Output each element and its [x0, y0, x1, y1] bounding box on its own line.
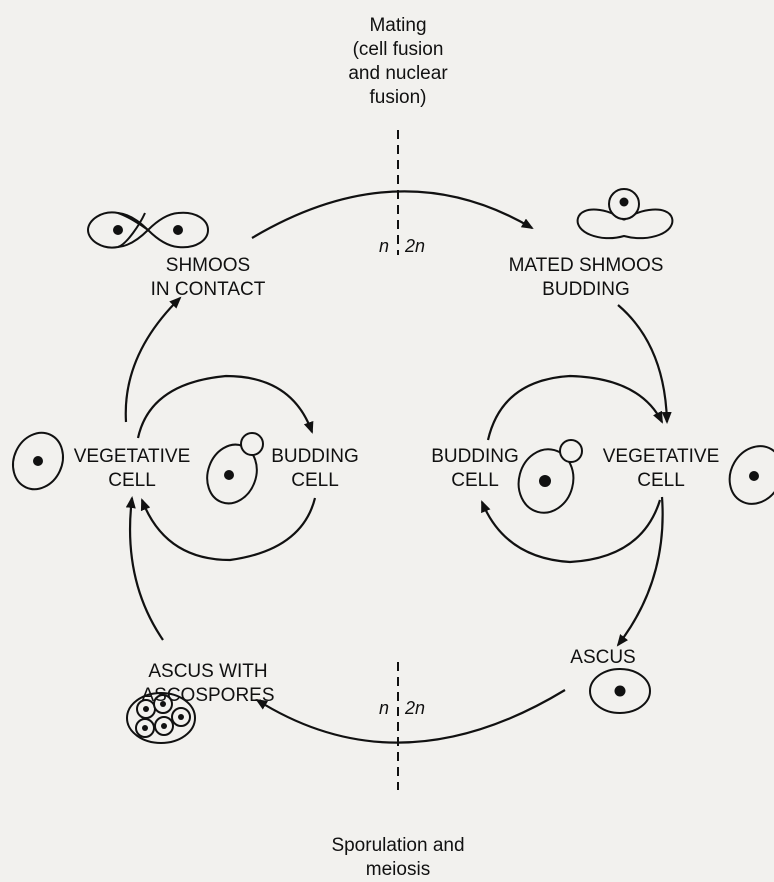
arrow-right-budding-to-vegetative	[486, 374, 663, 441]
mated-shmoos-budding-label: MATED SHMOOS BUDDING	[508, 255, 664, 300]
ploidy-top-diploid: 2n	[405, 236, 426, 256]
ascus-with-ascospores-label: ASCUS WITH ASCOSPORES	[141, 661, 275, 706]
ploidy-top-haploid: n	[379, 236, 390, 256]
arrow-shmoos-to-mated	[251, 190, 534, 239]
mating-label: Mating (cell fusion and nuclear fusion)	[348, 15, 448, 108]
ploidy-bottom-haploid: n	[379, 698, 390, 718]
vegetative-cell-right-label: VEGETATIVE CELL	[602, 446, 720, 491]
mated-shmoos-budding-icon	[576, 188, 674, 240]
right-vegetative-cell-icon	[728, 445, 774, 505]
arrow-vegetative-left-to-shmoos	[124, 296, 182, 423]
arrow-left-vegetative-to-budding	[136, 374, 314, 439]
shmoos-in-contact-label: SHMOOS IN CONTACT	[150, 255, 266, 300]
budding-cell-right-label: BUDDING CELL	[431, 446, 519, 491]
left-vegetative-cell-icon	[12, 431, 64, 491]
left-budding-cell-icon	[206, 432, 264, 505]
shmoos-in-contact-icon	[86, 211, 210, 249]
budding-cell-left-label: BUDDING CELL	[271, 446, 359, 491]
vegetative-cell-left-label: VEGETATIVE CELL	[73, 446, 191, 491]
arrow-vegetative-right-to-ascus	[616, 496, 664, 647]
sporulation-label: Sporulation and meiosis	[331, 835, 465, 880]
arrow-left-budding-to-vegetative	[140, 497, 317, 562]
arrow-ascus-to-ascospores	[255, 689, 566, 744]
right-budding-cell-icon	[517, 439, 583, 514]
ascus-label: ASCUS	[570, 647, 636, 668]
ploidy-bottom-diploid: 2n	[405, 698, 426, 718]
arrow-mated-to-vegetative-right	[617, 304, 672, 424]
ascus-icon	[589, 668, 651, 714]
arrow-ascospores-to-vegetative-left	[125, 496, 164, 641]
arrow-right-vegetative-to-budding	[480, 499, 662, 564]
ascus-with-ascospores-icon	[126, 692, 196, 744]
